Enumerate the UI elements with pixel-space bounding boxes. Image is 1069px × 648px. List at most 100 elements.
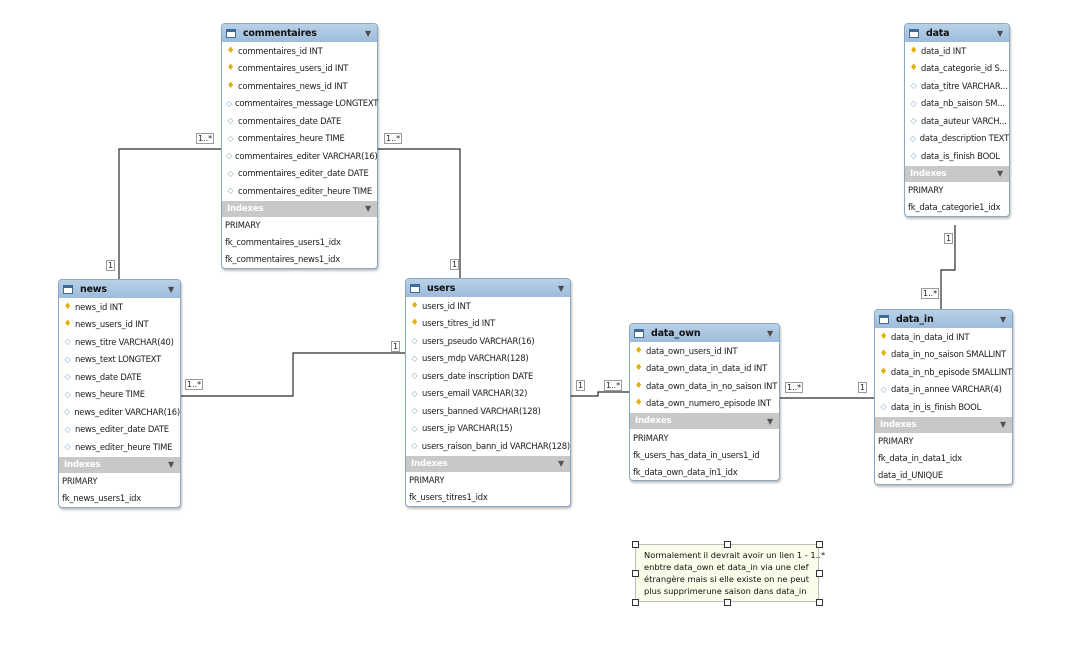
resize-handle[interactable] [816, 570, 823, 577]
resize-handle[interactable] [632, 599, 639, 606]
column-row[interactable]: ◇news_date DATE [59, 368, 180, 386]
column-row[interactable]: ◇commentaires_editer_heure TIME [222, 182, 377, 200]
indexes-header[interactable]: Indexes ▼ [630, 413, 779, 429]
column-row[interactable]: ♦news_id INT [59, 298, 180, 316]
column-row[interactable]: ◇commentaires_message LONGTEXT [222, 95, 378, 113]
column-row[interactable]: ♦data_own_users_id INT [630, 342, 779, 360]
chevron-down-icon[interactable]: ▼ [1000, 420, 1006, 429]
indexes-header[interactable]: Indexes ▼ [875, 416, 1012, 433]
table-data[interactable]: data ▼ ♦data_id INT ♦data_categorie_id S… [904, 23, 1010, 217]
column-row[interactable]: ◇users_email VARCHAR(32) [406, 385, 570, 403]
column-row[interactable]: ♦data_own_data_in_no_saison INT [630, 377, 779, 395]
column-row[interactable]: ◇news_titre VARCHAR(40) [59, 333, 180, 351]
chevron-down-icon[interactable]: ▼ [558, 283, 564, 293]
table-data-in[interactable]: data_in ▼ ♦data_in_data_id INT ♦data_in_… [874, 309, 1013, 485]
column-row[interactable]: ♦data_categorie_id S... [905, 60, 1009, 78]
column-row[interactable]: ♦commentaires_id INT [222, 42, 377, 60]
table-header[interactable]: data_own ▼ [630, 324, 779, 342]
indexes-header[interactable]: Indexes ▼ [222, 200, 377, 217]
index-row[interactable]: fk_commentaires_users1_idx [225, 237, 341, 247]
resize-handle[interactable] [816, 541, 823, 548]
chevron-down-icon[interactable]: ▼ [1000, 314, 1006, 324]
chevron-down-icon[interactable]: ▼ [997, 28, 1003, 38]
column-row[interactable]: ◇users_raison_bann_id VARCHAR(128) [406, 437, 570, 455]
table-header[interactable]: commentaires ▼ [222, 24, 377, 42]
table-header[interactable]: users ▼ [406, 279, 570, 297]
column-row[interactable]: ♦data_own_data_in_data_id INT [630, 360, 779, 378]
index-row[interactable]: PRIMARY [878, 436, 914, 446]
column-row[interactable]: ◇news_text LONGTEXT [59, 351, 180, 369]
index-row[interactable]: fk_users_has_data_in_users1_id [633, 449, 760, 460]
column-row[interactable]: ◇data_titre VARCHAR... [905, 77, 1009, 95]
index-row[interactable]: PRIMARY [409, 475, 445, 485]
column-row[interactable]: ◇news_editer VARCHAR(16) [59, 403, 180, 421]
index-row[interactable]: PRIMARY [633, 432, 669, 443]
chevron-down-icon[interactable]: ▼ [365, 204, 371, 213]
link-users-news[interactable] [179, 352, 406, 397]
resize-handle[interactable] [724, 541, 731, 548]
link-users-dataown[interactable] [569, 391, 630, 397]
index-row[interactable]: PRIMARY [62, 476, 98, 486]
index-row[interactable]: fk_users_titres1_idx [409, 492, 488, 502]
column-row[interactable]: ♦data_id INT [905, 42, 1009, 60]
column-row[interactable]: ♦users_id INT [406, 297, 570, 315]
note-box[interactable]: Normalement il devrait avoir un lien 1 -… [635, 544, 825, 602]
index-row[interactable]: PRIMARY [908, 185, 944, 195]
index-row[interactable]: fk_commentaires_news1_idx [225, 254, 340, 264]
resize-handle[interactable] [632, 570, 639, 577]
resize-handle[interactable] [724, 599, 731, 606]
index-row[interactable]: fk_data_own_data_in1_idx [633, 466, 738, 477]
column-row[interactable]: ◇commentaires_editer_date DATE [222, 165, 377, 183]
column-row[interactable]: ◇data_is_finish BOOL [905, 147, 1009, 165]
column-row[interactable]: ◇users_pseudo VARCHAR(16) [406, 332, 570, 350]
table-data-own[interactable]: data_own ▼ ♦data_own_users_id INT ♦data_… [629, 323, 780, 481]
indexes-header[interactable]: Indexes ▼ [59, 456, 180, 473]
column-row[interactable]: ♦data_own_numero_episode INT [630, 395, 779, 413]
column-row[interactable]: ◇data_in_annee VARCHAR(4) [875, 381, 1012, 399]
column-row[interactable]: ◇commentaires_heure TIME [222, 130, 377, 148]
resize-handle[interactable] [632, 541, 639, 548]
index-row[interactable]: fk_data_in_data1_idx [878, 453, 962, 463]
chevron-down-icon[interactable]: ▼ [767, 328, 773, 338]
index-row[interactable]: data_id_UNIQUE [878, 470, 943, 480]
column-row[interactable]: ◇users_mdp VARCHAR(128) [406, 350, 570, 368]
indexes-header[interactable]: Indexes ▼ [905, 165, 1009, 182]
column-row[interactable]: ◇news_editer_date DATE [59, 421, 180, 439]
column-row[interactable]: ◇news_heure TIME [59, 386, 180, 404]
table-header[interactable]: data ▼ [905, 24, 1009, 42]
column-row[interactable]: ♦data_in_no_saison SMALLINT [875, 346, 1012, 364]
column-row[interactable]: ♦data_in_nb_episode SMALLINT [875, 363, 1012, 381]
column-row[interactable]: ◇commentaires_date DATE [222, 112, 377, 130]
table-header[interactable]: data_in ▼ [875, 310, 1012, 328]
column-row[interactable]: ♦commentaires_news_id INT [222, 77, 377, 95]
index-row[interactable]: fk_data_categorie1_idx [908, 202, 1001, 212]
column-row[interactable]: ◇users_banned VARCHAR(128) [406, 402, 570, 420]
resize-handle[interactable] [816, 599, 823, 606]
column-row[interactable]: ◇commentaires_editer VARCHAR(16) [222, 147, 378, 165]
chevron-down-icon[interactable]: ▼ [767, 416, 773, 426]
column-row[interactable]: ◇data_in_is_finish BOOL [875, 398, 1012, 416]
column-row[interactable]: ◇data_description TEXT [905, 130, 1009, 148]
table-news[interactable]: news ▼ ♦news_id INT ♦news_users_id INT ◇… [58, 279, 181, 508]
column-row[interactable]: ◇data_nb_saison SM... [905, 95, 1009, 113]
column-row[interactable]: ♦users_titres_id INT [406, 315, 570, 333]
column-row[interactable]: ◇users_date inscription DATE [406, 367, 570, 385]
indexes-header[interactable]: Indexes ▼ [406, 455, 570, 472]
index-row[interactable]: fk_news_users1_idx [62, 493, 141, 503]
column-row[interactable]: ♦commentaires_users_id INT [222, 60, 377, 78]
link-news-commentaires[interactable] [118, 148, 222, 279]
column-row[interactable]: ♦news_users_id INT [59, 316, 180, 334]
chevron-down-icon[interactable]: ▼ [558, 459, 564, 468]
index-row[interactable]: PRIMARY [225, 220, 261, 230]
column-row[interactable]: ◇news_editer_heure TIME [59, 438, 180, 456]
column-row[interactable]: ◇data_auteur VARCH... [905, 112, 1009, 130]
chevron-down-icon[interactable]: ▼ [168, 284, 174, 294]
column-row[interactable]: ◇users_ip VARCHAR(15) [406, 420, 570, 438]
chevron-down-icon[interactable]: ▼ [365, 28, 371, 38]
table-users[interactable]: users ▼ ♦users_id INT ♦users_titres_id I… [405, 278, 571, 507]
table-commentaires[interactable]: commentaires ▼ ♦commentaires_id INT ♦com… [221, 23, 378, 269]
chevron-down-icon[interactable]: ▼ [168, 460, 174, 469]
column-row[interactable]: ♦data_in_data_id INT [875, 328, 1012, 346]
link-users-commentaires[interactable] [375, 148, 461, 279]
chevron-down-icon[interactable]: ▼ [997, 169, 1003, 178]
